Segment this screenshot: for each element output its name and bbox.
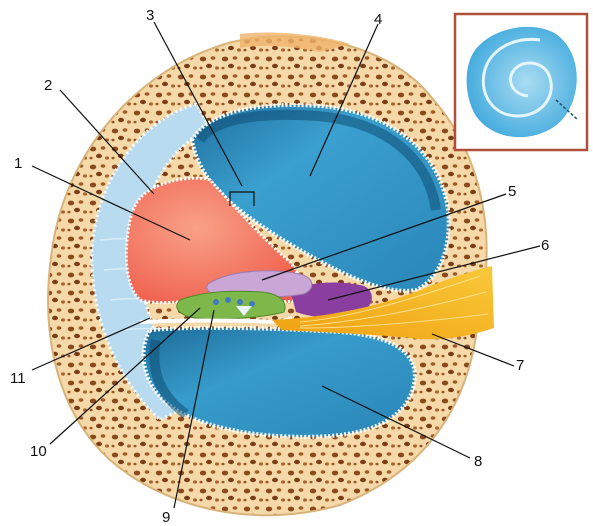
label-9: 9 [162,509,170,526]
label-2: 2 [44,77,52,94]
cochlea-spiral-icon [467,27,578,137]
label-11: 11 [10,370,26,387]
label-4: 4 [374,11,382,28]
label-3: 3 [146,7,154,24]
label-8: 8 [474,453,482,470]
label-5: 5 [508,183,516,200]
label-1: 1 [14,155,22,172]
label-7: 7 [516,357,524,374]
cochlea-inset [455,14,587,150]
label-10: 10 [30,443,47,460]
label-6: 6 [541,237,549,254]
